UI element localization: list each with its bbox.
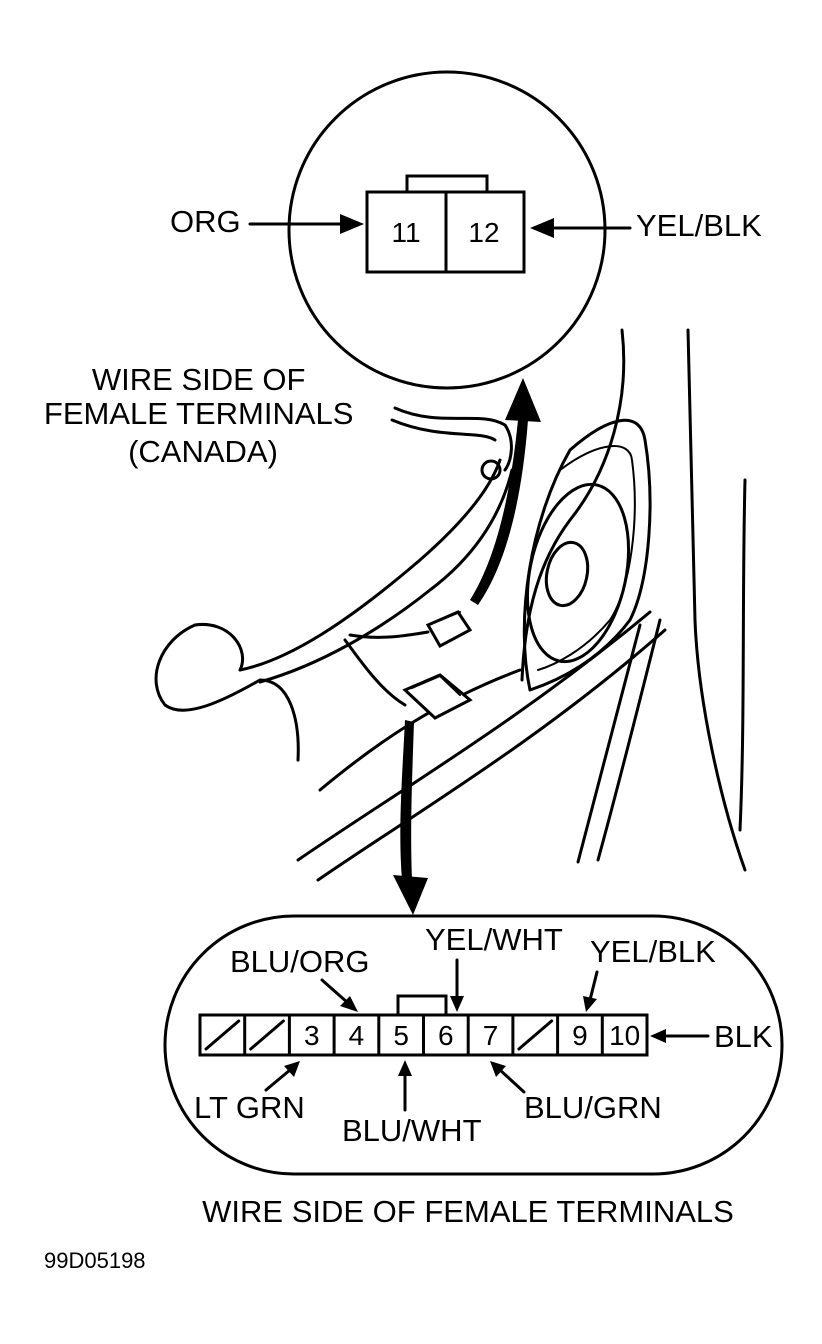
wire-label-blk: BLK [714,1019,773,1054]
door-speaker-illustration [154,328,747,915]
bottom-connector-magnifier [163,914,784,1176]
bottom-pin-3: 3 [304,1020,320,1051]
harness-trunk-2 [258,468,514,684]
bottom-pin-5: 5 [393,1020,409,1051]
leader-blu-wht [398,1060,412,1112]
top-connector-group: 11 12 ORG YEL/BLK WIRE SIDE OF FEMALE TE… [44,70,762,469]
top-connector-callout: WIRE SIDE OF FEMALE TERMINALS (CANADA) [44,362,362,469]
blank-pin-slash [204,1019,241,1051]
door-sill-line-2 [316,628,667,882]
top-left-wire-label: ORG [170,204,241,239]
wire-label-blu-org: BLU/ORG [230,944,370,979]
harness-clip [480,459,502,481]
leader-lt-grn [264,1061,300,1092]
up-arrow-shaft [470,420,528,605]
blank-pin-slash [517,1019,554,1051]
wire-label-yel-blk: YEL/BLK [590,934,716,969]
speaker-dust-cap [544,540,590,608]
blank-pin-slash [249,1019,285,1051]
leader-blu-grn [490,1061,526,1094]
door-panel-strip-2 [596,618,662,862]
bottom-pin-6: 6 [438,1020,454,1051]
bottom-pin-10: 10 [609,1020,640,1051]
harness-branch [343,638,407,707]
bottom-connector-caption: WIRE SIDE OF FEMALE TERMINALS [202,1194,734,1229]
leader-yel-blk [583,970,599,1012]
top-pin-12: 12 [468,217,499,248]
bottom-pin-7: 7 [483,1020,499,1051]
wire-label-blu-grn: BLU/GRN [524,1090,662,1125]
door-panel-lower-edge [738,478,747,832]
up-arrow-head [505,378,541,422]
door-panel-strip [576,623,642,864]
harness-trunk [238,458,502,672]
top-callout-line-1: WIRE SIDE OF [92,362,306,397]
bottom-pin-4: 4 [349,1020,365,1051]
figure-code: 99D05198 [44,1248,146,1273]
top-connector-magnifier-circle [287,70,607,390]
down-arrow-shaft [400,720,414,880]
leader-yel-wht [450,958,464,1012]
canada-wire-lead-2 [390,418,497,442]
canada-wire-lead [393,406,513,472]
leader-blk [650,1029,710,1043]
harness-main-connector-face [411,675,461,696]
harness-grommet [154,623,300,762]
wire-label-yel-wht: YEL/WHT [425,922,563,957]
top-callout-line-2: FEMALE TERMINALS [44,396,354,431]
top-left-wire-arrowhead [340,214,364,234]
wire-label-blu-wht: BLU/WHT [342,1113,482,1148]
harness-grommet-inner [193,623,245,672]
down-arrow-head [393,875,428,915]
door-panel-inner-edge [686,328,747,872]
harness-small-connector-face [435,611,461,623]
speaker-cone [525,482,631,664]
bottom-pin-9: 9 [572,1020,588,1051]
top-right-wire-arrowhead [530,218,554,238]
door-sill-line-1 [296,610,652,862]
harness-main-connector [402,673,473,720]
bottom-connector-latch [396,994,448,1018]
harness-branch-2 [348,630,430,639]
top-right-wire-label: YEL/BLK [636,208,762,243]
speaker-housing-rim [537,445,636,671]
leader-blu-org [320,978,358,1012]
wire-label-lt-grn: LT GRN [194,1090,305,1125]
top-callout-line-3: (CANADA) [128,434,278,469]
top-pin-11: 11 [391,217,420,248]
